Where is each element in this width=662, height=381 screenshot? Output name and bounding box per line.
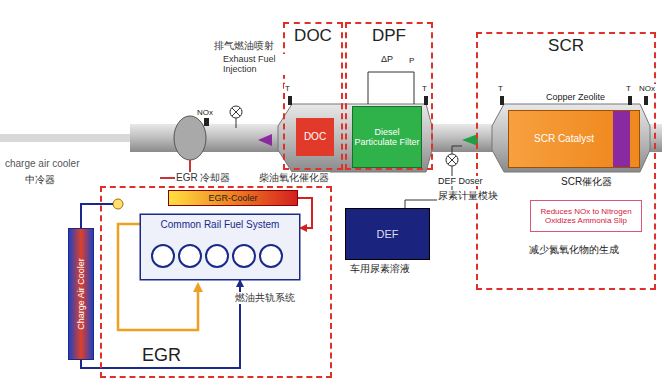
node-text: DEF (377, 228, 399, 241)
node-text: Charge Air Cooler (76, 258, 86, 330)
node-text: 车用尿素溶液 (350, 263, 410, 275)
dpf-block: Diesel Particulate Filter (352, 106, 422, 168)
scr-block: SCR Catalyst (508, 110, 640, 168)
dashed-region: DPF Diesel Particulate Filter (345, 22, 433, 170)
connector (298, 198, 312, 228)
node-text: SCR (478, 36, 654, 56)
label: NOx (638, 84, 656, 93)
sensor (204, 118, 209, 126)
injector-valve (232, 108, 240, 128)
doc-block: DOC (296, 118, 334, 156)
cylinders (152, 245, 282, 267)
node-text: EGR (142, 345, 181, 366)
node-text: DPF (347, 26, 431, 46)
note-box: Reduces NOx to Nitrogen Oxidizes Ammonia… (530, 200, 642, 232)
air-line (81, 204, 113, 228)
dashed-region: EGR EGR-CoolerCommon Rail Fuel System (100, 186, 332, 378)
def-line (405, 166, 452, 208)
label: DEF Doser (437, 176, 484, 186)
label: SCR催化器 (560, 176, 613, 188)
arrowhead (193, 282, 203, 292)
def-tank: DEF车用尿素溶液 (345, 208, 430, 260)
label: Copper Zeolite (545, 92, 606, 102)
label: P (408, 56, 415, 65)
label: charge air cooler (4, 158, 80, 170)
pressure-line (368, 72, 414, 104)
label: Exhaust Fuel Injection (222, 54, 286, 75)
node-text: EGR-Cooler (208, 193, 257, 203)
engine-block (140, 214, 300, 280)
node-text: SCR Catalyst (534, 133, 594, 145)
valve (113, 199, 123, 209)
label: 柴油氧化催化器 (258, 172, 330, 184)
sensor (424, 96, 428, 105)
dashed-region: DOC DOC (283, 22, 343, 170)
engine: Common Rail Fuel System (140, 214, 300, 280)
sensor (500, 96, 504, 105)
connector (81, 280, 240, 368)
doc-housing (278, 104, 432, 172)
label: NOx (196, 108, 214, 117)
charge-air-cooler: Charge Air Cooler (68, 228, 94, 360)
node-text: Reduces NOx to Nitrogen Oxidizes Ammonia… (534, 207, 638, 225)
node-text: Common Rail Fuel System (141, 215, 299, 231)
label: T (284, 84, 291, 93)
label: ΔP (380, 54, 394, 64)
injector-nozzle (258, 134, 272, 146)
label: EGR 冷却器 (175, 172, 231, 184)
label: 燃油共轨系统 (234, 292, 296, 304)
node-text: Diesel Particulate Filter (353, 127, 421, 148)
label: 尿素计量模块 (437, 190, 499, 202)
node-text: DOC (304, 131, 326, 143)
label: 排气燃油喷射 (213, 40, 275, 52)
sensor (628, 96, 632, 105)
label: T (497, 84, 504, 93)
turbo (174, 116, 206, 160)
sensor (644, 96, 648, 105)
label: 中冷器 (24, 174, 56, 186)
label: T (421, 84, 428, 93)
egr-cooler: EGR-Cooler (168, 190, 298, 206)
scr-housing (492, 104, 650, 172)
label: 减少氮氧化物的生成 (528, 244, 620, 256)
node-text: DOC (285, 26, 341, 46)
doser-valve (448, 146, 462, 164)
sensor (288, 96, 292, 105)
label: T (625, 84, 632, 93)
